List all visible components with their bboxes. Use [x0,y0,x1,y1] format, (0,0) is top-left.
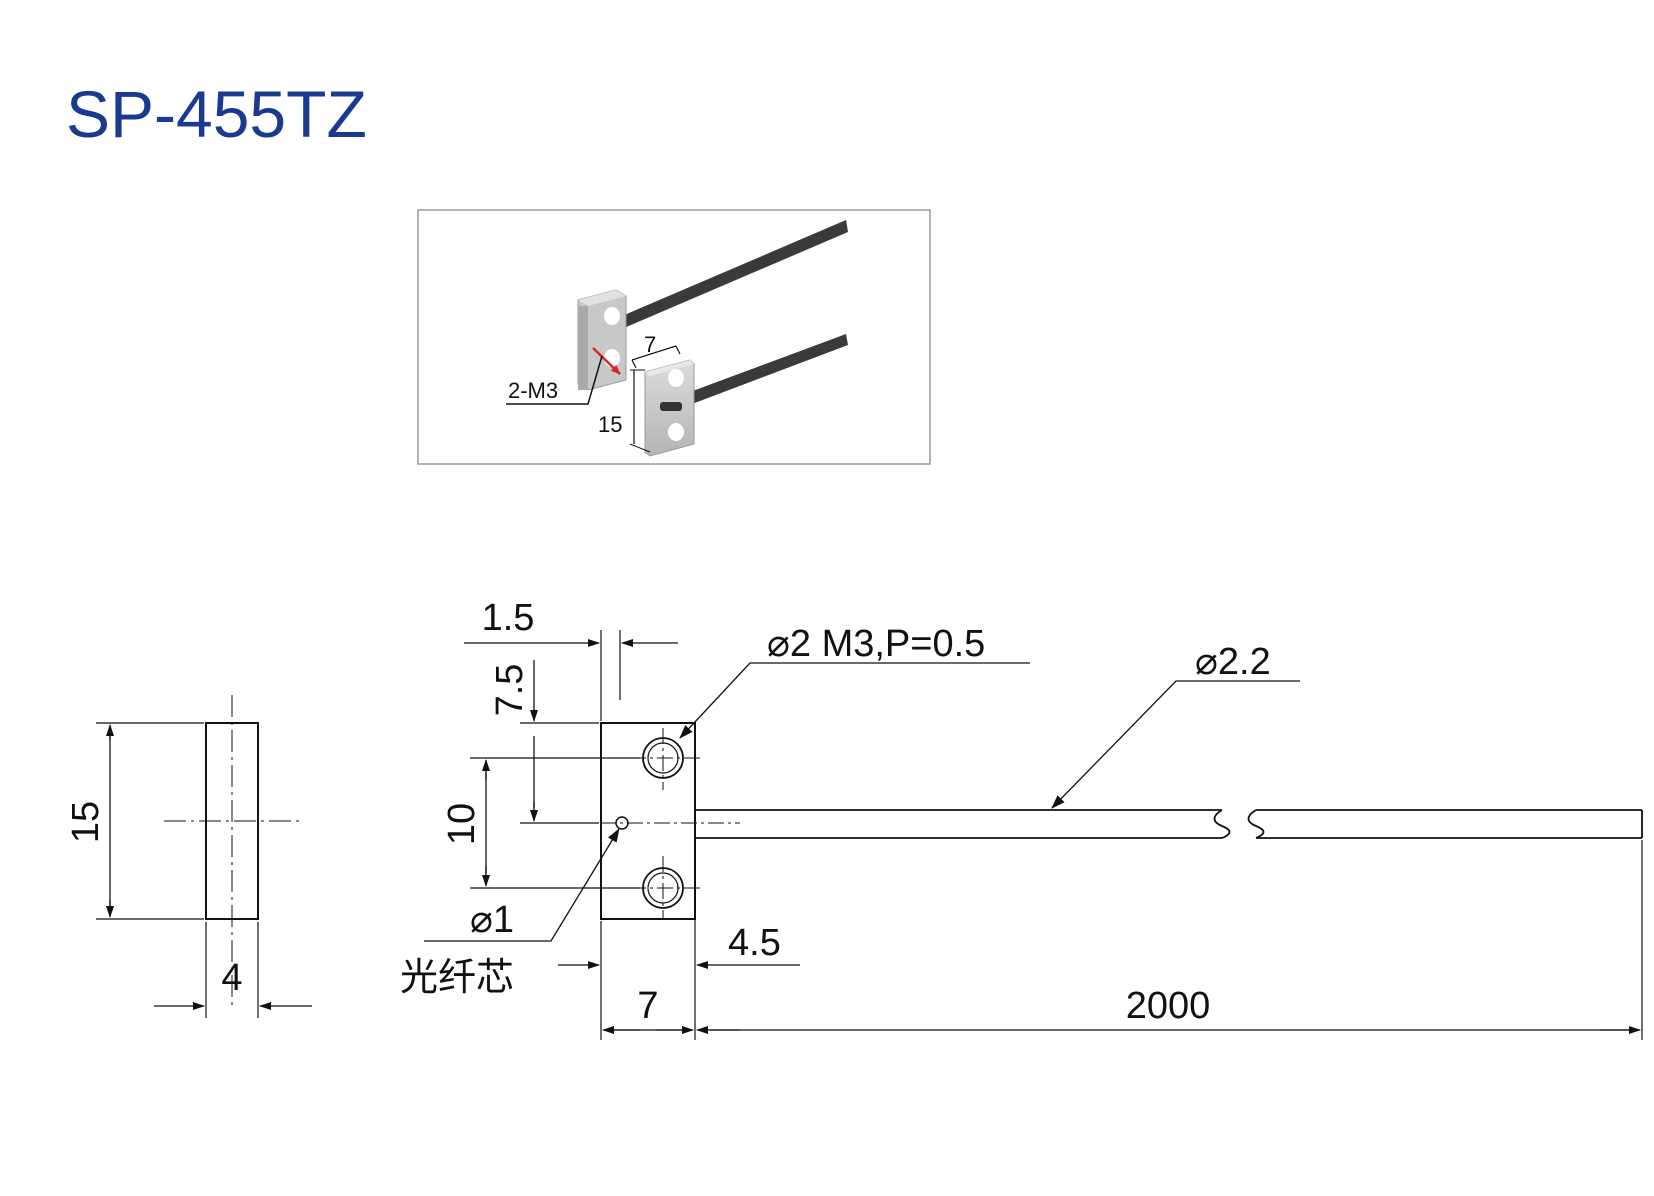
dim-label-7: 7 [637,985,658,1027]
core-name-label: 光纤芯 [400,955,514,999]
photo-hole-icon [604,307,620,325]
core-diameter-label: ⌀1 [470,899,514,941]
photo-label-thread: 2-M3 [508,378,558,403]
side-label-width: 4 [221,957,242,999]
photo-hole-icon [604,349,620,367]
photo-dim-7-line [631,345,677,361]
photo-thread-leader [506,355,603,405]
photo-hole-icon [668,423,684,441]
photo-cable-lower [690,334,848,404]
mount-hole-top [630,728,700,790]
front-view [424,630,1643,1040]
mount-hole-bottom [630,856,700,918]
photo-fiber-core [660,402,682,411]
dim-label-4-5: 4.5 [728,922,781,964]
cable [695,809,1643,839]
page-title: SP-455TZ [66,77,367,151]
dim-label-10: 10 [441,803,483,845]
cable-note-leader [1051,680,1300,809]
front-view-body [600,722,696,920]
product-photo: 2-M3 7 15 [417,209,931,465]
dim-label-1-5: 1.5 [482,597,535,639]
photo-block-front [644,359,695,457]
photo-cable-upper [622,220,848,328]
hole-note-leader [679,662,1030,739]
side-label-height: 15 [65,801,107,843]
core-note-leader [424,828,620,942]
dim-label-7-5: 7.5 [489,664,531,717]
side-view [96,695,312,1018]
cable-diameter-label: ⌀2.2 [1195,641,1271,683]
photo-label-height: 15 [598,412,622,437]
hole-note-label: ⌀2 M3,P=0.5 [767,623,985,665]
photo-label-width: 7 [644,332,656,357]
photo-hole-icon [668,369,684,387]
photo-block-rear [577,289,627,391]
photo-red-arrow-icon [592,347,621,375]
dim-label-2000: 2000 [1126,985,1211,1027]
